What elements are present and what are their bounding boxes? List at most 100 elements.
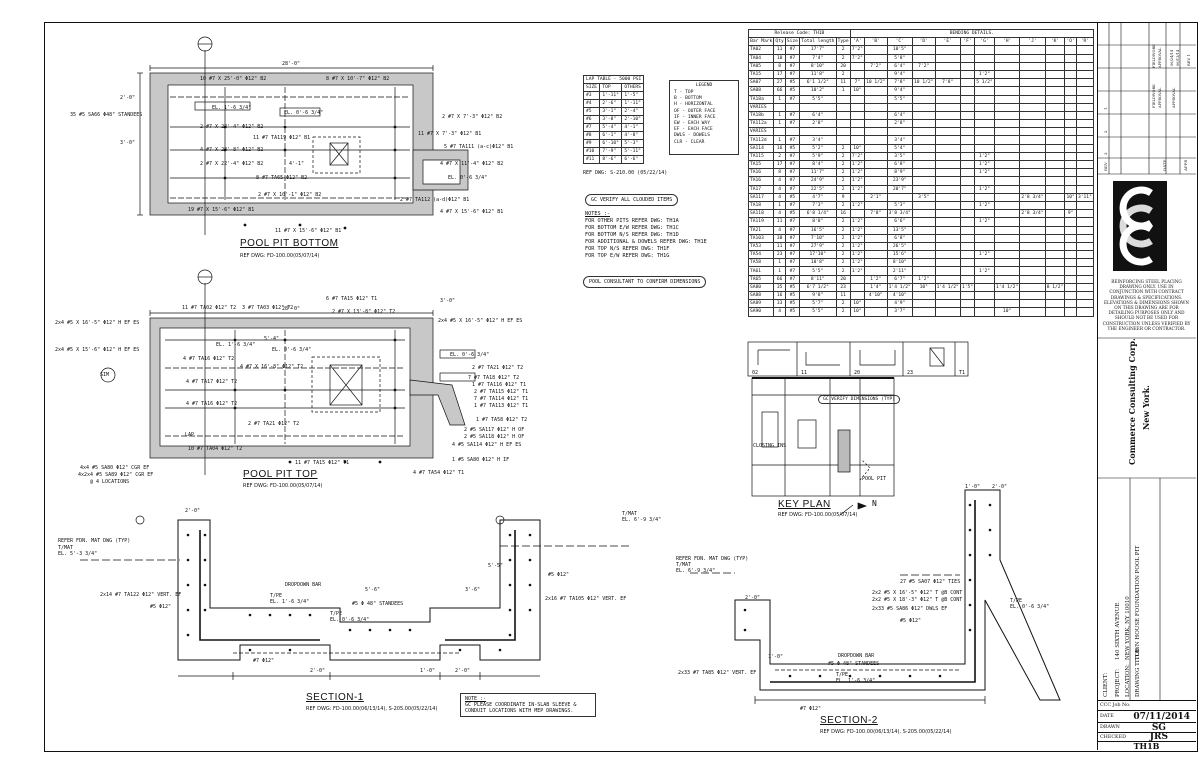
bending-cell: 1'2" [849, 266, 865, 276]
client-label: CLIENT: [1103, 672, 1109, 697]
bending-cell [1075, 53, 1095, 63]
bending-cell: VARIES [747, 127, 775, 137]
bending-cell [959, 94, 976, 104]
bending-cell: 10" [849, 143, 865, 153]
bending-col-header: 'B' [863, 37, 888, 47]
bending-cell: TA112a [747, 119, 775, 129]
bending-cell [1064, 184, 1077, 194]
bending-cell: 11 [773, 241, 786, 252]
bending-cell: 24'9" [799, 176, 837, 186]
lap-cell: 8'-6" [599, 155, 623, 164]
lap-table-ref: REF DWG: S-210.00 (05/22/14) [583, 170, 668, 176]
bending-cell: 1'2" [849, 241, 865, 252]
bending-cell [1019, 217, 1046, 227]
bending-cell: 4'10" [863, 290, 888, 301]
bending-cell [993, 184, 1021, 194]
bending-cell: 11 [773, 45, 786, 55]
bending-cell [1075, 241, 1095, 252]
sec1-label: 5'-6" [365, 587, 381, 593]
ccc-job-field: CCC Job No. [1097, 700, 1196, 711]
bending-cell: 5'3" [886, 200, 913, 211]
bending-cell [1064, 53, 1077, 63]
bending-cell: 4'10" [886, 290, 913, 301]
bending-cell: TA58 [747, 258, 775, 268]
bending-cell: 2 [835, 250, 851, 260]
bending-cell: 1'2" [911, 274, 936, 284]
bending-cell [1075, 184, 1095, 194]
bending-cell: TA119 [747, 217, 775, 227]
bending-cell [959, 250, 976, 260]
bending-col-header: Type [835, 37, 851, 47]
bending-cell: 2 [835, 266, 851, 276]
bending-cell [1044, 250, 1066, 260]
bending-col-header: 'F' [959, 37, 976, 47]
bending-cell: #5 [784, 282, 801, 293]
bending-cell [959, 307, 976, 317]
bending-cell: #5 [784, 78, 801, 88]
bending-cell [1044, 192, 1066, 202]
top-label: 4 #7 TA17 Φ12" T2 [186, 379, 238, 385]
sec2-label: 2'-0" [745, 595, 761, 601]
bending-cell [1075, 135, 1095, 145]
lap-cell: #4 [582, 99, 601, 108]
bending-cell [993, 102, 1021, 112]
bending-cell: 10" [993, 307, 1021, 317]
bending-cell: 66 [773, 274, 786, 284]
legend-item: B - BOTTOM [674, 96, 702, 102]
bottom-label: 2 #7 X 10'-1" Φ12" B2 [258, 192, 322, 198]
top-label: 28'-0" [282, 306, 301, 312]
bending-cell [911, 53, 936, 63]
bending-cell [993, 217, 1021, 227]
bending-cell [1075, 143, 1095, 153]
sheet-number: TH1B [1133, 741, 1160, 751]
bending-cell [1019, 78, 1046, 88]
bending-cell [1075, 233, 1095, 243]
bending-cell [863, 250, 888, 260]
bending-cell: 5'4" [886, 143, 913, 153]
checked-value: JRS [1149, 732, 1168, 742]
lap-cell: 3'-8" [599, 115, 623, 124]
bending-cell: 8'10" [799, 61, 837, 71]
bottom-label: 19 #7 X 15'-6" Φ12" B1 [188, 207, 255, 213]
legend-item: IF - INNER FACE [674, 114, 716, 120]
bending-cell [993, 200, 1021, 211]
bending-cell: 9'4" [886, 86, 913, 96]
bending-cell [974, 307, 995, 317]
bottom-dim-left-a: 2'-0" [120, 95, 136, 101]
bending-cell: 7'10" [799, 233, 837, 243]
bar-type-label: 11 [801, 370, 808, 376]
bending-cell: 1'2" [849, 217, 865, 227]
bending-cell [974, 241, 995, 252]
bending-cell: 10" [849, 307, 865, 317]
sec1-label: EL. 0'-6 3/4" [330, 617, 370, 623]
bending-cell [1075, 94, 1095, 104]
bending-cell: 2 [835, 53, 851, 63]
top-label: 5'-4" [264, 336, 280, 342]
bending-cell [1044, 266, 1066, 276]
bending-cell [1019, 110, 1046, 121]
sec1-label: 2'-0" [310, 668, 326, 674]
sec1-label: T/MAT [622, 511, 638, 517]
note-item: FOR TOP E/W REFER DWG: TH1G [585, 253, 670, 259]
bending-cell [773, 127, 786, 137]
top-label: EL. 1'-6 3/4" [216, 342, 256, 348]
bending-cell: SA118 [747, 209, 775, 219]
bending-cell [911, 159, 936, 170]
sec1-label: 5'-5" [488, 563, 504, 569]
bending-cell [1075, 151, 1095, 162]
bending-cell: 1 [773, 119, 786, 129]
bending-cell [934, 290, 961, 301]
bending-cell: 66 [773, 86, 786, 96]
release-code: Release Code: TH1B [748, 28, 851, 39]
bending-col-header: 'G' [974, 37, 995, 47]
bending-cell: 7'4" [799, 53, 837, 63]
bending-cell [974, 233, 995, 243]
note-item: FOR TOP N/S REFER DWG: TH1F [585, 246, 670, 252]
bending-cell [993, 151, 1021, 162]
bending-cell: TA18b [747, 110, 775, 121]
bending-cell: #7 [784, 200, 801, 211]
key-plan-tag: CLOSING INS [753, 443, 787, 449]
